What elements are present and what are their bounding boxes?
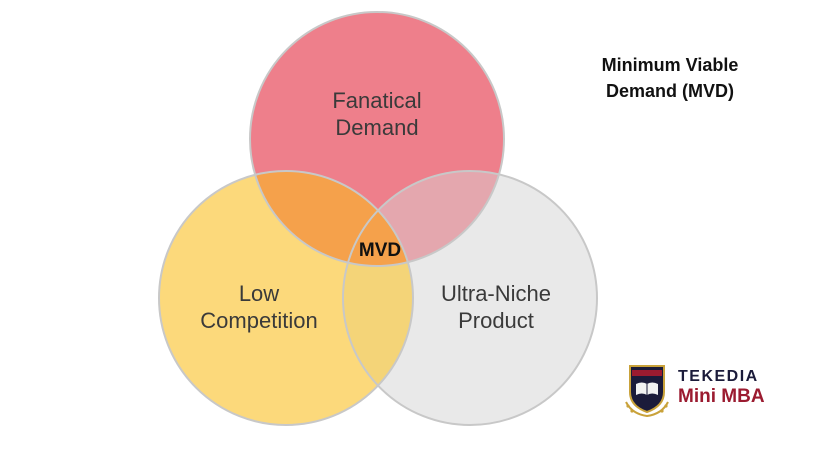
outline-top (249, 11, 505, 267)
diagram-title: Minimum Viable Demand (MVD) (570, 52, 770, 104)
label-left-line1: Low (239, 281, 279, 306)
outline-right (342, 170, 598, 426)
label-right-line1: Ultra-Niche (441, 281, 551, 306)
label-left-line2: Competition (200, 308, 317, 333)
outline-left (158, 170, 414, 426)
title-line2: Demand (MVD) (605, 81, 734, 101)
label-top-line1: Fanatical (332, 88, 421, 113)
tekedia-logo: TEKEDIA Mini MBA (622, 362, 782, 422)
logo-text-mini-mba: Mini MBA (678, 386, 765, 407)
logo-text-tekedia: TEKEDIA (678, 368, 759, 385)
label-top-line2: Demand (335, 115, 418, 140)
label-center-mvd: MVD (359, 240, 401, 261)
overlap-top-left (250, 171, 413, 266)
title-line1: Minimum Viable (601, 55, 739, 75)
label-right-line2: Product (458, 308, 534, 333)
book-crest-icon (625, 365, 669, 418)
overlap-top-right (343, 171, 504, 266)
